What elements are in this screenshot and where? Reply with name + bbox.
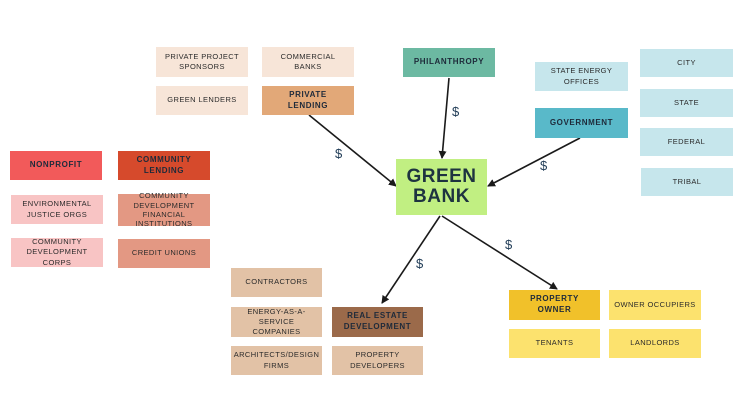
community-lending-header-line1: COMMUNITY [136, 154, 192, 164]
federal-box: FEDERAL [640, 128, 733, 156]
contractors-label: CONTRACTORS [245, 277, 308, 287]
property-developers-label: PROPERTY DEVELOPERS [350, 350, 405, 370]
real-estate-development-header: REAL ESTATE DEVELOPMENT [332, 307, 423, 337]
arrow-green-bank-to-real-estate [381, 215, 441, 304]
green-lenders-box: GREEN LENDERS [156, 86, 248, 115]
credit-unions-box: CREDIT UNIONS [118, 239, 210, 268]
community-development-corps-line1: COMMUNITY [32, 237, 82, 247]
landlords-box: LANDLORDS [609, 329, 701, 358]
dollar-label-real-estate: $ [416, 256, 424, 271]
tribal-label: TRIBAL [672, 176, 702, 186]
arrow-government-to-green-bank [487, 137, 581, 187]
environmental-justice-orgs-box: ENVIRONMENTAL JUSTICE ORGS [11, 195, 103, 224]
city-label: CITY [677, 57, 696, 67]
philanthropy-label: PHILANTHROPY [413, 57, 485, 67]
cdfi-line2: DEVELOPMENT [133, 200, 195, 210]
private-lending-header-line1: PRIVATE [289, 89, 327, 99]
cdfi-box: COMMUNITY DEVELOPMENT FINANCIAL INSTITUT… [118, 191, 210, 229]
contractors-box: CONTRACTORS [231, 268, 322, 297]
property-owner-header-line1: PROPERTY [530, 294, 579, 304]
state-energy-offices-label: STATE ENERGY OFFICES [550, 66, 613, 86]
energy-as-a-service-line1: ENERGY-AS-A-SERVICE [247, 306, 306, 326]
state-energy-offices-box: STATE ENERGY OFFICES [535, 62, 628, 91]
architects-design-firms-box: ARCHITECTS/DESIGN FIRMS [231, 346, 322, 375]
environmental-justice-line1: ENVIRONMENTAL [22, 199, 92, 209]
tribal-box: TRIBAL [641, 168, 733, 196]
federal-label: FEDERAL [667, 136, 706, 146]
environmental-justice-line2: JUSTICE ORGS [26, 209, 88, 219]
property-owner-header-line2: OWNER [537, 305, 572, 314]
cdfi-line1: COMMUNITY [139, 191, 189, 201]
nonprofit-header: NONPROFIT [10, 151, 102, 180]
state-label: STATE [673, 97, 700, 107]
private-project-sponsors-line1: PRIVATE PROJECT [164, 51, 240, 61]
community-development-corps-box: COMMUNITY DEVELOPMENT CORPS [11, 237, 103, 267]
green-bank-line2: BANK [413, 186, 470, 207]
energy-as-a-service-box: ENERGY-AS-A-SERVICE COMPANIES [231, 307, 322, 337]
commercial-banks-label: COMMERCIAL BANKS [280, 51, 336, 71]
nonprofit-header-label: NONPROFIT [29, 160, 83, 170]
community-lending-header: COMMUNITY LENDING [118, 151, 210, 180]
private-lending-header: PRIVATE LENDING [262, 86, 354, 115]
state-box: STATE [640, 89, 733, 117]
city-box: CITY [640, 49, 733, 77]
property-owner-header: PROPERTY OWNER [509, 290, 600, 320]
private-project-sponsors-line2: SPONSORS [179, 62, 225, 71]
energy-as-a-service-line2: COMPANIES [252, 327, 301, 337]
dollar-label-private-lending: $ [335, 146, 343, 161]
community-lending-header-line2: LENDING [143, 165, 185, 175]
tenants-label: TENANTS [535, 338, 574, 348]
property-developers-box: PROPERTY DEVELOPERS [332, 346, 423, 375]
architects-design-line1: ARCHITECTS/DESIGN [233, 350, 320, 360]
owner-occupiers-label: OWNER OCCUPIERS [614, 299, 696, 309]
real-estate-header-line2: DEVELOPMENT [343, 322, 412, 331]
arrow-green-bank-to-property-owner [441, 215, 558, 290]
cdfi-line3: FINANCIAL INSTITUTIONS [135, 210, 193, 229]
dollar-label-government: $ [540, 158, 548, 173]
green-lenders-label: GREEN LENDERS [167, 95, 237, 105]
philanthropy-node: PHILANTHROPY [403, 48, 495, 77]
arrow-private-lending-to-green-bank [308, 114, 397, 187]
community-development-corps-line2: DEVELOPMENT CORPS [26, 247, 88, 267]
owner-occupiers-box: OWNER OCCUPIERS [609, 290, 701, 320]
credit-unions-label: CREDIT UNIONS [131, 248, 197, 258]
landlords-label: LANDLORDS [630, 338, 680, 348]
private-lending-header-line2: LENDING [287, 100, 329, 110]
tenants-box: TENANTS [509, 329, 600, 358]
government-header: GOVERNMENT [535, 108, 628, 138]
real-estate-header-line1: REAL ESTATE [347, 311, 408, 321]
dollar-label-philanthropy: $ [452, 104, 460, 119]
dollar-label-property-owner: $ [505, 237, 513, 252]
green-bank-line1: GREEN [406, 166, 477, 188]
private-project-sponsors-box: PRIVATE PROJECT SPONSORS [156, 47, 248, 77]
architects-design-line2: FIRMS [263, 360, 290, 370]
arrow-philanthropy-to-green-bank [438, 77, 450, 159]
green-bank-node: GREEN BANK [396, 159, 487, 215]
government-header-label: GOVERNMENT [549, 117, 614, 127]
commercial-banks-box: COMMERCIAL BANKS [262, 47, 354, 77]
